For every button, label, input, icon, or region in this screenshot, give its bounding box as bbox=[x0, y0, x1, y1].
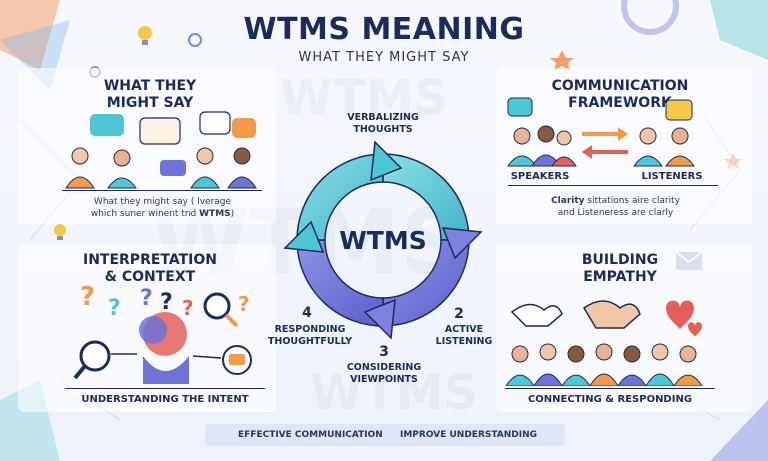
lightbulb-icon bbox=[138, 26, 152, 45]
step-4-number: 4 bbox=[302, 305, 312, 321]
person-icon bbox=[107, 149, 137, 189]
speaker-person-icon bbox=[551, 130, 577, 167]
cycle-arrowhead bbox=[283, 220, 325, 253]
group-person-icon bbox=[617, 345, 647, 386]
lightbulb-icon-left bbox=[54, 224, 66, 240]
chat-icon bbox=[507, 97, 533, 117]
handshake-icon bbox=[510, 303, 563, 327]
step-2-number: 2 bbox=[454, 306, 464, 322]
footer-bar bbox=[205, 424, 565, 446]
question-mark-icon: ? bbox=[140, 286, 153, 311]
thinking-head-illustration bbox=[73, 292, 252, 384]
speech-bubble-icon bbox=[232, 118, 256, 138]
section-title-what-they-might-say: WHAT THEY MIGHT SAY bbox=[103, 78, 197, 111]
caption-understanding-the-intent: UNDERSTANDING THE INTENT bbox=[81, 394, 249, 405]
divider bbox=[508, 185, 718, 186]
group-person-icon bbox=[505, 345, 535, 386]
cycle-arrowhead bbox=[363, 298, 396, 340]
speaker-person-icon bbox=[531, 125, 561, 167]
arrow-left-icon bbox=[582, 145, 628, 159]
watermark-top: WTMS bbox=[280, 70, 448, 126]
step-3-number: 3 bbox=[379, 344, 389, 360]
footer-item-improve-understanding: IMPROVE UNDERSTANDING bbox=[400, 430, 538, 440]
caption-connecting-responding: CONNECTING & RESPONDING bbox=[527, 394, 693, 405]
arrow-right-icon bbox=[582, 127, 628, 141]
group-person-icon bbox=[673, 345, 703, 386]
question-mark-icon: ? bbox=[160, 290, 173, 315]
speakers-listeners-illustration bbox=[507, 97, 695, 167]
divider bbox=[62, 190, 262, 191]
question-mark-icon: ? bbox=[108, 296, 121, 321]
panel-what-they-might-say bbox=[18, 68, 276, 224]
divider bbox=[505, 388, 715, 389]
empathy-illustration bbox=[505, 300, 703, 386]
person-icon bbox=[65, 147, 95, 189]
corner-shape-orange bbox=[0, 0, 60, 70]
page-title: WTMS MEANING bbox=[243, 12, 525, 47]
chat-icon bbox=[665, 99, 693, 121]
magnifier-icon bbox=[79, 340, 111, 372]
magnifier-icon bbox=[203, 292, 231, 320]
group-person-icon bbox=[645, 343, 675, 386]
heart-icon bbox=[688, 322, 702, 337]
listener-person-icon bbox=[665, 127, 695, 167]
section-title-communication-framework: COMMUNICATION FRAMEWORK bbox=[551, 78, 689, 111]
speech-bubble-icon bbox=[90, 114, 124, 136]
gear-icon bbox=[188, 33, 202, 47]
person-icon bbox=[190, 147, 220, 189]
group-person-icon bbox=[589, 343, 619, 386]
speaker-person-icon bbox=[507, 127, 537, 167]
step-3-label: CONSIDERING VIEWPOINTS bbox=[346, 362, 422, 385]
question-mark-icon: ? bbox=[80, 282, 96, 312]
group-person-icon bbox=[533, 343, 563, 386]
section-title-building-empathy: BUILDING EMPATHY bbox=[581, 252, 659, 285]
watermark-bottom: WTMS bbox=[310, 365, 478, 421]
speech-bubble-icon bbox=[199, 111, 231, 135]
heart-icon bbox=[666, 300, 694, 330]
speech-bubble-icon bbox=[139, 117, 181, 145]
group-person-icon bbox=[561, 345, 591, 386]
handshake-icon bbox=[582, 300, 641, 329]
cycle-center-label: WTMS bbox=[339, 226, 427, 255]
description-what-they-might-say: What they might say ( lverage which sune… bbox=[90, 197, 235, 219]
step-4-label: RESPONDING THOUGHTFULLY bbox=[267, 324, 353, 347]
person-silhouette bbox=[143, 356, 189, 384]
page-subtitle: WHAT THEY MIGHT SAY bbox=[298, 50, 470, 65]
listener-person-icon bbox=[633, 127, 663, 167]
people-talking-illustration bbox=[65, 111, 257, 189]
section-title-interpretation-context: INTERPRETATION & CONTEXT bbox=[82, 252, 217, 285]
footer-item-effective-communication: EFFECTIVE COMMUNICATION bbox=[238, 430, 383, 440]
question-mark-icon: ? bbox=[182, 296, 194, 320]
panel-communication-framework bbox=[496, 68, 752, 224]
corner-shape-teal bbox=[710, 0, 768, 60]
cycle-arrowhead bbox=[370, 140, 403, 182]
wtms-cycle-diagram bbox=[283, 140, 483, 340]
question-mark-icon: ? bbox=[238, 292, 250, 316]
corner-shape-bottom-right bbox=[710, 400, 768, 461]
step-2-label: ACTIVE LISTENING bbox=[435, 324, 493, 347]
cycle-arrowhead bbox=[441, 227, 483, 260]
label-speakers: SPEAKERS bbox=[510, 171, 570, 182]
step-1-label: VERBALIZING THOUGHTS bbox=[347, 112, 419, 135]
label-listeners: LISTENERS bbox=[641, 171, 703, 182]
person-icon bbox=[227, 147, 257, 189]
speech-bubble-icon bbox=[160, 160, 186, 176]
star-icon bbox=[550, 50, 574, 71]
divider bbox=[65, 388, 265, 389]
corner-ring bbox=[621, 0, 679, 35]
description-communication-framework: Clarity sittations aire clarity and List… bbox=[551, 196, 680, 218]
